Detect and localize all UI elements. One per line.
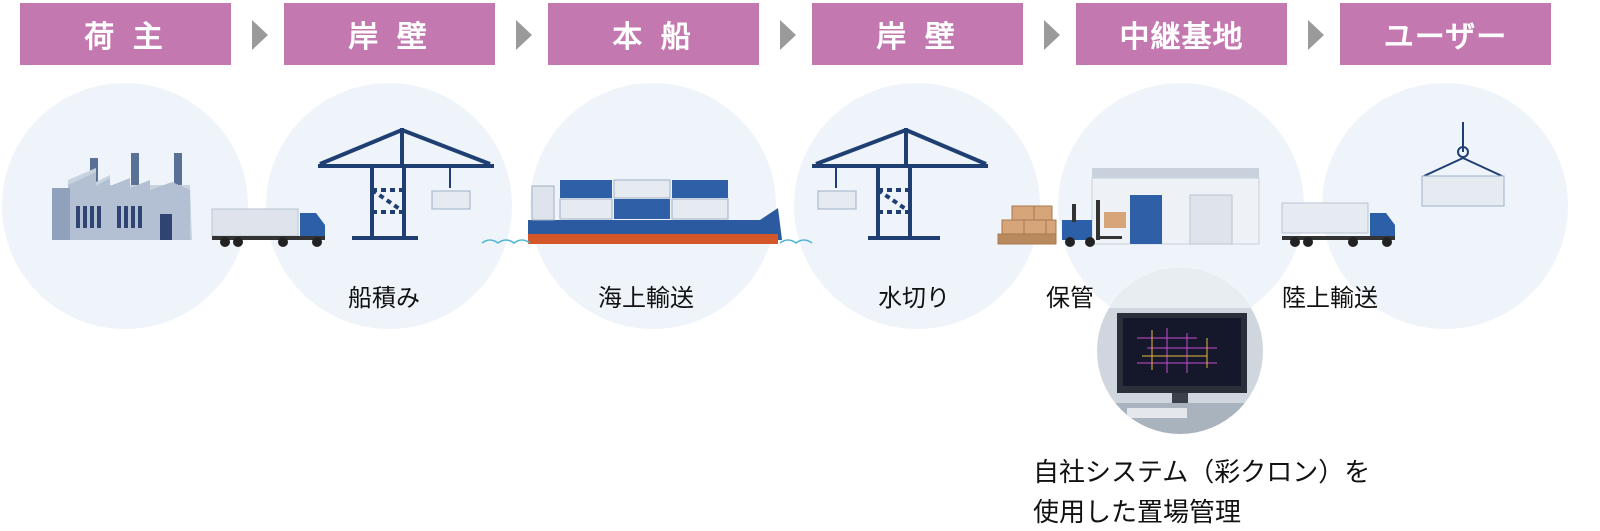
chevron-right-icon (1308, 20, 1324, 50)
label-unloading: 水切り (878, 284, 950, 312)
stage-circle-loading (266, 83, 512, 329)
gantry-crane-icon (812, 128, 988, 240)
header-shipper: 荷 主 (20, 3, 231, 65)
gantry-crane-icon (318, 128, 494, 240)
label-sea-transport: 海上輸送 (598, 284, 694, 312)
control-room-photo (1097, 268, 1263, 434)
header-relay-base: 中継基地 (1076, 3, 1287, 65)
truck-icon (1281, 202, 1395, 247)
container-ship-icon (481, 179, 813, 244)
label-loading: 船積み (348, 284, 420, 312)
header-user: ユーザー (1340, 3, 1551, 65)
note-line-2: 使用した置場管理 (1033, 498, 1242, 528)
hanging-container-icon (817, 190, 857, 210)
forklift-icon (1062, 200, 1126, 247)
chevron-right-icon (1044, 20, 1060, 50)
chevron-right-icon (780, 20, 796, 50)
chevron-right-icon (252, 20, 268, 50)
chevron-right-icon (516, 20, 532, 50)
header-quay-2: 岸 壁 (812, 3, 1023, 65)
truck-icon (211, 208, 325, 247)
header-vessel: 本 船 (548, 3, 759, 65)
cargo-boxes-icon (997, 205, 1057, 245)
header-quay-1: 岸 壁 (284, 3, 495, 65)
hanging-container-icon (431, 190, 471, 210)
hanging-container-icon (1421, 122, 1505, 207)
note-line-1: 自社システム（彩クロン）を (1033, 458, 1371, 488)
factory-icon (52, 153, 192, 240)
label-land-transport: 陸上輸送 (1282, 284, 1378, 312)
warehouse-icon (1091, 168, 1260, 245)
label-storage: 保管 (1046, 284, 1094, 312)
